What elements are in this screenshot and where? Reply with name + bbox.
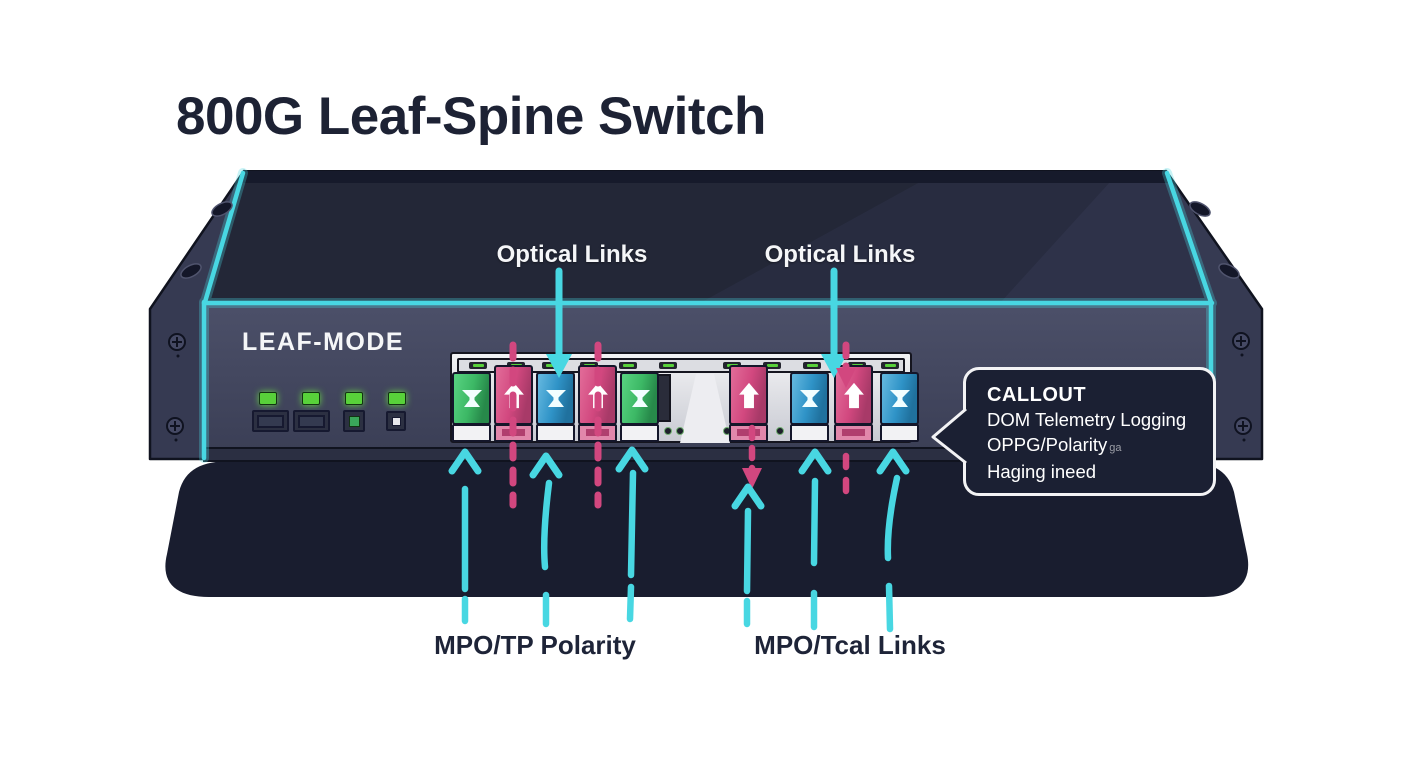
arrow-up-icon: [587, 382, 608, 408]
optical-module-pink: [494, 365, 533, 442]
ear-screws: [166, 332, 1252, 442]
module-connector: [578, 424, 617, 442]
panel-screw: [676, 427, 684, 435]
module-connector: [729, 424, 768, 442]
module-connector: [536, 424, 575, 442]
optical-links-label-right: Optical Links: [764, 241, 916, 268]
callout: CALLOUT DOM Telemetry Logging OPPG/Polar…: [963, 367, 1216, 496]
module-connector: [834, 424, 873, 442]
management-port: [293, 410, 330, 432]
chassis-top-rim: [236, 171, 1173, 183]
hourglass-icon: [629, 389, 650, 407]
panel-screw: [776, 427, 784, 435]
mpo-polarity-label: MPO/TP Polarity: [434, 630, 636, 660]
console-port: [343, 410, 365, 432]
chassis-top-facet: [1000, 171, 1212, 303]
arrow-up-icon: [503, 382, 524, 408]
module-connector: [494, 424, 533, 442]
status-led: [259, 392, 277, 405]
ear-oval-holes: [180, 201, 1240, 279]
status-led-row: [259, 392, 406, 405]
panel-led-slot: [763, 362, 781, 369]
arrow-up-icon: [738, 382, 759, 408]
page-title: 800G Leaf-Spine Switch: [176, 87, 766, 146]
hourglass-icon: [889, 389, 910, 407]
module-connector: [880, 424, 919, 442]
panel-led-slot: [803, 362, 821, 369]
panel-led-slot: [881, 362, 899, 369]
management-port: [252, 410, 289, 432]
callout-heading: CALLOUT: [987, 384, 1087, 406]
module-connector: [790, 424, 829, 442]
console-port: [386, 411, 406, 431]
arrow-up-icon: [843, 382, 864, 408]
optical-module-pink: [834, 365, 873, 442]
module-group-left: [452, 365, 659, 442]
optical-module-blue: [880, 372, 919, 442]
optical-module-blue: [536, 372, 575, 442]
panel-led-slot: [542, 362, 560, 369]
optical-links-label-left: Optical Links: [496, 241, 648, 268]
optical-module-pink: [729, 365, 768, 442]
hourglass-icon: [461, 389, 482, 407]
panel-led-slot: [659, 362, 677, 369]
optical-module-pink: [578, 365, 617, 442]
status-led: [388, 392, 406, 405]
optical-module-green: [452, 372, 491, 442]
panel-screw: [664, 427, 672, 435]
module-group-right: [729, 365, 919, 442]
module-connector: [452, 424, 491, 442]
optical-module-blue: [790, 372, 829, 442]
hourglass-icon: [545, 389, 566, 407]
status-led: [345, 392, 363, 405]
callout-line: DOM Telemetry Logging: [987, 409, 1187, 430]
optical-module-green: [620, 372, 659, 442]
mpo-links-label: MPO/Tcal Links: [754, 630, 946, 660]
module-connector: [620, 424, 659, 442]
panel-led-slot: [619, 362, 637, 369]
panel-led-slot: [469, 362, 487, 369]
hourglass-icon: [799, 389, 820, 407]
leaf-mode-label: LEAF-MODE: [242, 328, 405, 356]
status-led: [302, 392, 320, 405]
callout-line: Haging ineed: [987, 461, 1097, 482]
